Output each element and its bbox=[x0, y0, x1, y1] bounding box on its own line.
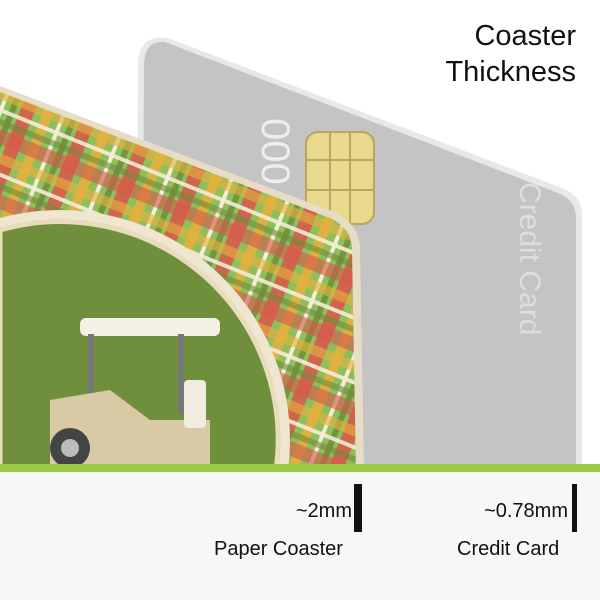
paper-coaster bbox=[0, 86, 364, 470]
card-label-bottom: Credit Card bbox=[457, 538, 560, 560]
title-line-1: Coaster bbox=[474, 20, 576, 52]
title-line-2: Thickness bbox=[445, 56, 576, 88]
golf-cart-icon bbox=[50, 318, 220, 470]
card-label: Credit Card bbox=[513, 182, 546, 335]
coaster-label: Paper Coaster bbox=[214, 538, 343, 560]
card-thickness: ~0.78mm bbox=[484, 500, 568, 522]
card-thickness-bar bbox=[572, 484, 577, 532]
coaster-thickness-bar bbox=[354, 484, 362, 532]
comparison-panel bbox=[0, 472, 600, 600]
page-title: Coaster Thickness bbox=[445, 18, 576, 90]
thickness-illustration: 000 Credit Card bbox=[0, 37, 582, 470]
card-number-fragment: 000 bbox=[253, 118, 297, 185]
accent-divider bbox=[0, 464, 600, 472]
coaster-thickness: ~2mm bbox=[295, 500, 352, 522]
